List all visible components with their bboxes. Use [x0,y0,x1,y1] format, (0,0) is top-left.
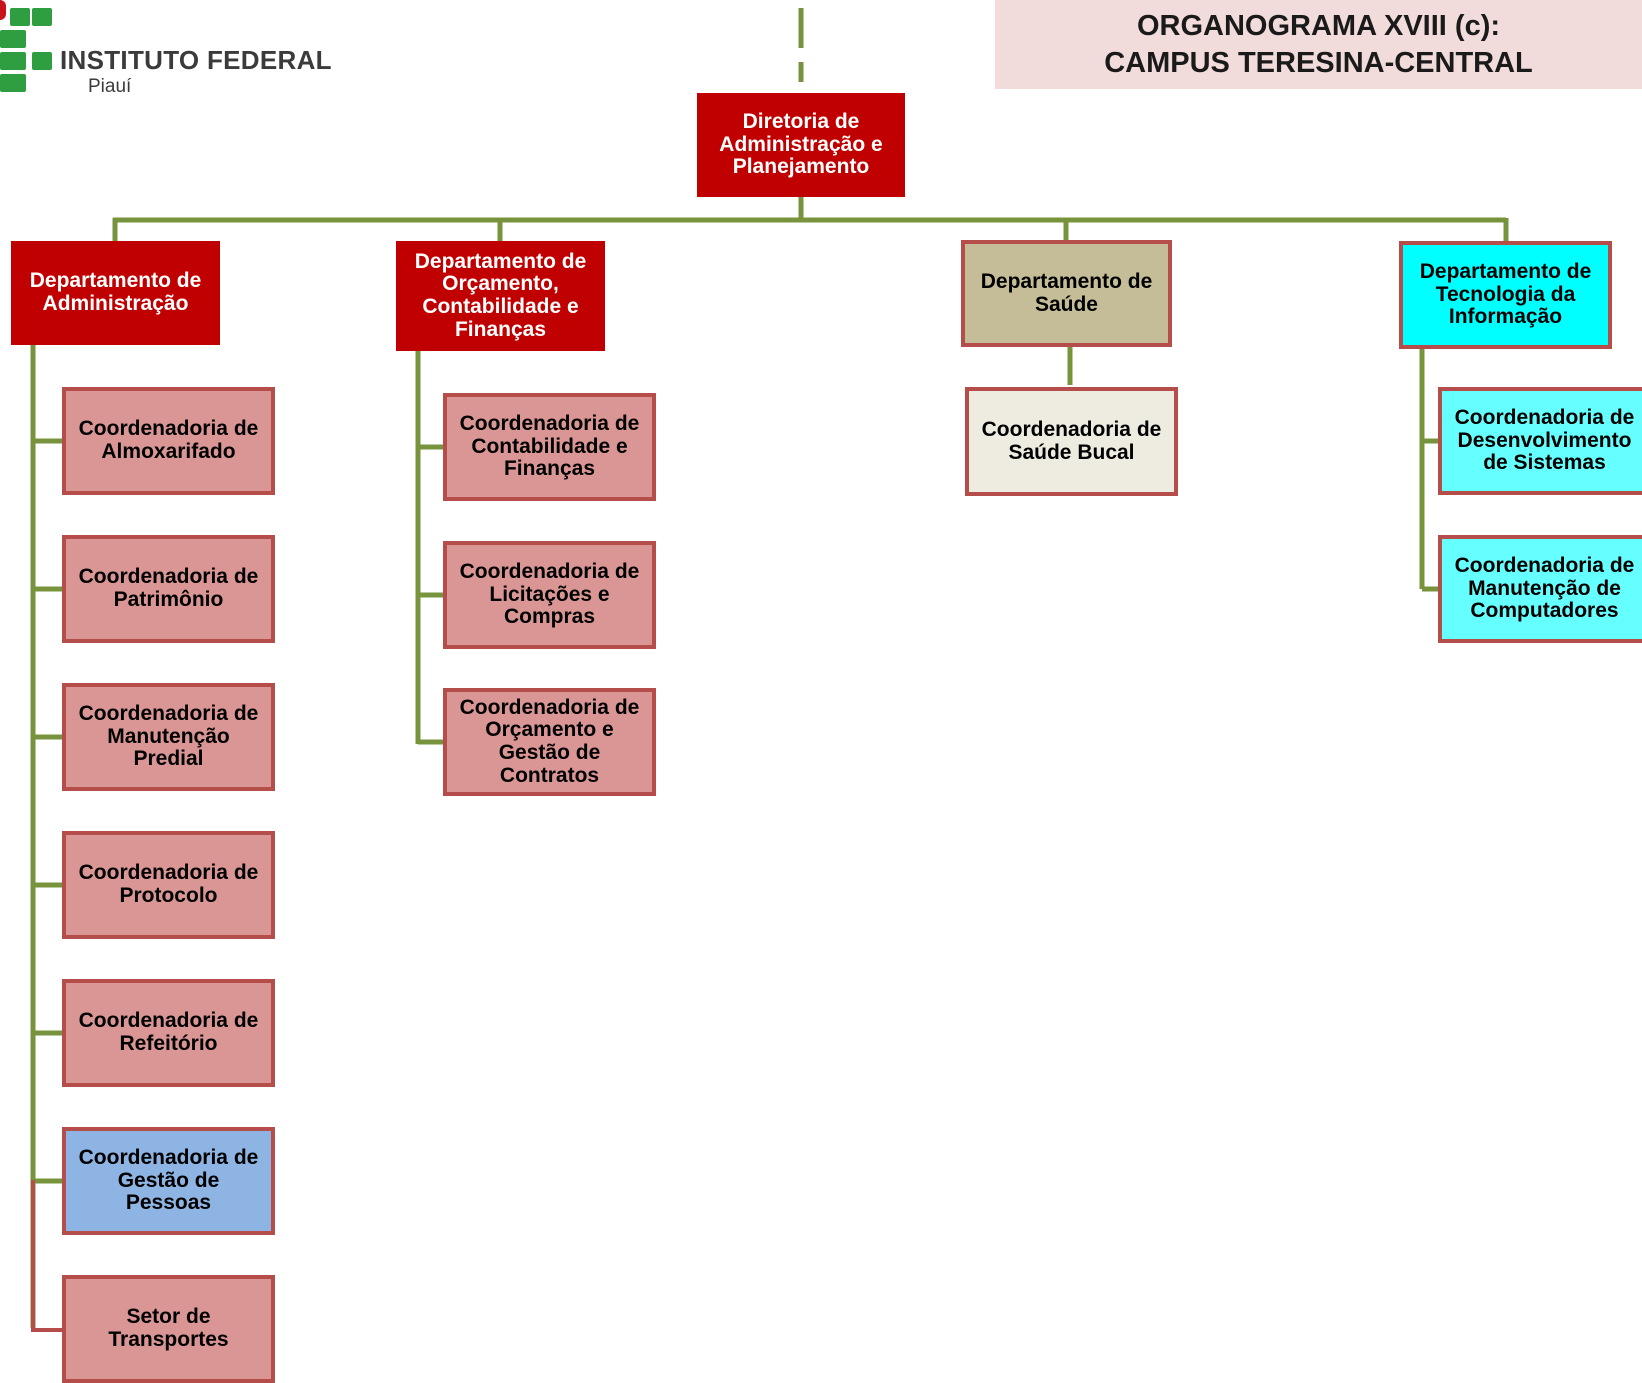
institute-logo: INSTITUTO FEDERAL Piauí [0,0,340,100]
unit-coord-desenvolvimento-sistemas: Coordenadoria de Desenvolvimento de Sist… [1438,387,1642,495]
dept-tecnologia-informacao: Departamento de Tecnologia da Informação [1399,241,1612,349]
unit-coord-manutencao-predial: Coordenadoria de Manutenção Predial [62,683,275,791]
logo-mark-square [0,0,6,20]
logo-mark-square [0,30,26,48]
chart-title-panel: ORGANOGRAMA XVIII (c): CAMPUS TERESINA-C… [995,0,1642,89]
unit-coord-gestao-pessoas: Coordenadoria de Gestão de Pessoas [62,1127,275,1235]
unit-coord-patrimonio: Coordenadoria de Patrimônio [62,535,275,643]
dept-administracao: Departamento de Administração [11,241,220,345]
logo-subtitle: Piauí [88,76,132,97]
chart-title-line2: CAMPUS TERESINA-CENTRAL [1104,46,1533,79]
logo-mark-square [32,52,52,70]
logo-mark-square [0,74,26,92]
dept-orcamento-contabilidade-financas: Departamento de Orçamento, Contabilidade… [396,241,605,351]
logo-mark-square [32,8,52,26]
unit-coord-orcamento-gestao-contratos: Coordenadoria de Orçamento e Gestão de C… [443,688,656,796]
chart-title-line1: ORGANOGRAMA XVIII (c): [1136,10,1501,43]
logo-name: INSTITUTO FEDERAL [60,45,332,75]
unit-coord-refeitorio: Coordenadoria de Refeitório [62,979,275,1087]
unit-setor-transportes: Setor de Transportes [62,1275,275,1383]
unit-coord-licitacoes-compras: Coordenadoria de Licitações e Compras [443,541,656,649]
logo-mark-square [0,52,26,70]
unit-coord-manutencao-computadores: Coordenadoria de Manutenção de Computado… [1438,535,1642,643]
dept-saude: Departamento de Saúde [961,240,1172,347]
unit-coord-almoxarifado: Coordenadoria de Almoxarifado [62,387,275,495]
unit-coord-contabilidade-financas: Coordenadoria de Contabilidade e Finança… [443,393,656,501]
unit-coord-saude-bucal: Coordenadoria de Saúde Bucal [965,387,1178,496]
unit-coord-protocolo: Coordenadoria de Protocolo [62,831,275,939]
branch-setor-transportes [31,1180,64,1332]
logo-mark-square [10,8,30,26]
root-node-diretoria: Diretoria de Administração e Planejament… [697,93,905,197]
